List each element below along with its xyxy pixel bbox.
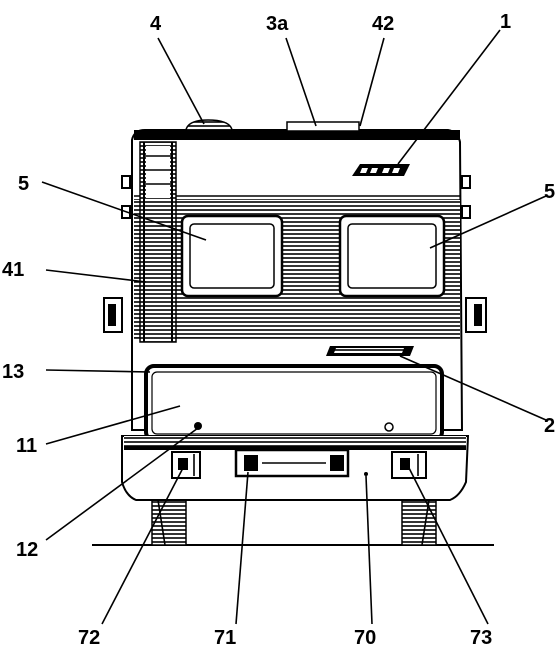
left-tail-light-72 — [171, 451, 201, 479]
callout-4: 4 — [150, 13, 162, 35]
callout-12: 12 — [16, 539, 38, 561]
license-plate-71 — [234, 448, 350, 478]
callout-11: 11 — [16, 435, 37, 457]
roof-band — [134, 130, 460, 140]
callout-41: 41 — [2, 259, 24, 281]
callout-73: 73 — [470, 627, 492, 649]
callout-5-left: 5 — [18, 173, 29, 195]
callout-5-right: 5 — [544, 181, 555, 203]
roof-vent-4 — [185, 119, 233, 131]
callout-70: 70 — [354, 627, 376, 649]
callout-1: 1 — [500, 11, 511, 33]
storage-door-11 — [151, 371, 437, 435]
callout-2: 2 — [544, 415, 555, 437]
callout-3a: 3a — [266, 13, 289, 35]
callout-42: 42 — [372, 13, 394, 35]
leader-lines — [41, 29, 547, 625]
door-lock-12 — [194, 422, 202, 430]
callout-71: 71 — [214, 627, 236, 649]
callout-13: 13 — [2, 361, 24, 383]
right-tail-light-73 — [391, 451, 427, 479]
left-rear-wheel — [151, 489, 187, 546]
right-window — [338, 214, 446, 298]
ladder-41 — [139, 141, 177, 343]
left-window — [180, 214, 284, 298]
callout-72: 72 — [78, 627, 100, 649]
brand-logo — [352, 164, 410, 176]
roof-hatch-3a — [286, 121, 360, 132]
